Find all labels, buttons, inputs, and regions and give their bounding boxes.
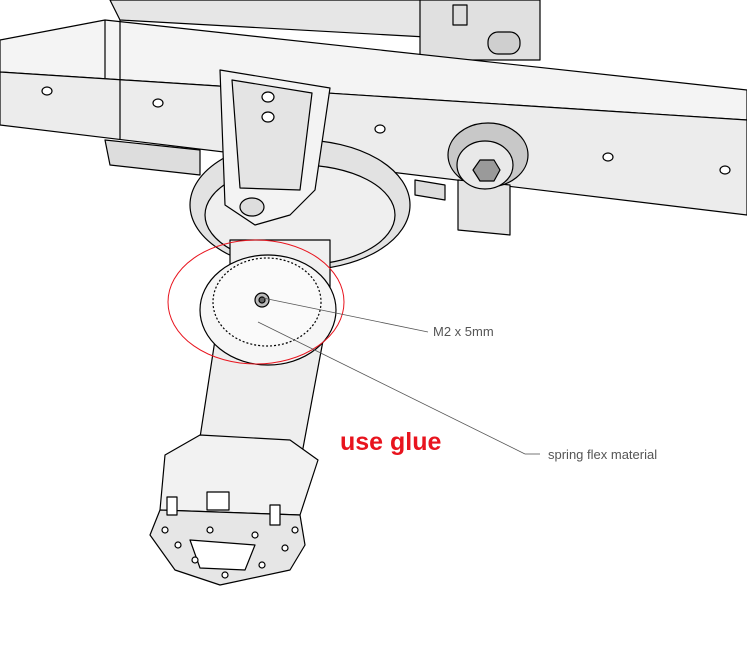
main-beam-top <box>0 19 747 121</box>
leader-line-flex <box>257 321 526 455</box>
glue-note: use glue <box>340 428 442 456</box>
selection-circle <box>167 239 345 365</box>
flex-material-label: spring flex material <box>548 447 658 462</box>
main-beam-side <box>0 71 747 216</box>
hex-foot <box>159 434 319 516</box>
screw-label: M2 x 5mm <box>433 324 494 339</box>
leader-line-screw <box>262 297 429 333</box>
